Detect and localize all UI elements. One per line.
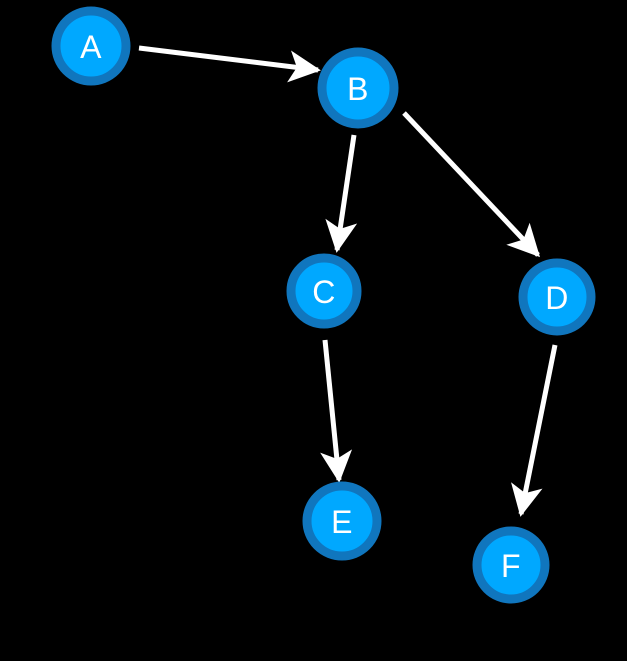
node-label-c: C bbox=[312, 274, 336, 310]
edges-layer bbox=[138, 45, 558, 517]
graph-node-b[interactable]: B bbox=[317, 47, 399, 129]
node-label-a: A bbox=[80, 29, 102, 65]
nodes-layer: A B C D E F bbox=[51, 6, 596, 604]
node-label-b: B bbox=[347, 71, 369, 107]
node-circle-c bbox=[286, 253, 362, 329]
graph-node-e[interactable]: E bbox=[302, 481, 382, 561]
node-circle-d bbox=[518, 258, 596, 336]
graph-node-f[interactable]: F bbox=[472, 526, 550, 604]
graph-node-d[interactable]: D bbox=[518, 258, 596, 336]
graph-edge-b-to-c[interactable] bbox=[325, 134, 358, 253]
node-circle-b bbox=[317, 47, 399, 129]
node-label-f: F bbox=[501, 548, 521, 584]
graph-edge-d-to-f[interactable] bbox=[511, 344, 558, 517]
graph-node-a[interactable]: A bbox=[51, 6, 131, 86]
graph-edge-a-to-b[interactable] bbox=[138, 45, 321, 83]
graph-edge-c-to-e[interactable] bbox=[320, 339, 353, 483]
graph-node-c[interactable]: C bbox=[286, 253, 362, 329]
node-circle-e bbox=[302, 481, 382, 561]
node-circle-f bbox=[472, 526, 550, 604]
node-label-e: E bbox=[331, 504, 353, 540]
node-circle-a bbox=[51, 6, 131, 86]
graph-edge-b-to-d[interactable] bbox=[402, 111, 541, 258]
node-label-d: D bbox=[545, 280, 569, 316]
